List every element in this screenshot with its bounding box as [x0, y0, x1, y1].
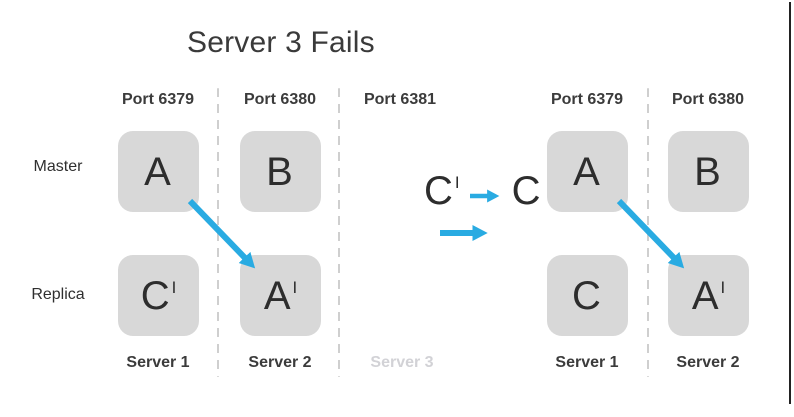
node-box-left-master-a: A — [118, 131, 199, 212]
annotation-to-letter: C — [511, 169, 541, 213]
node-letter: B — [266, 149, 293, 194]
node-letter: A — [144, 149, 171, 194]
server-label-left-1: Server 1 — [126, 354, 190, 371]
port-label-right-6380: Port 6380 — [671, 91, 745, 108]
port-label-left-6380: Port 6380 — [243, 91, 317, 108]
column-divider — [217, 88, 219, 377]
node-letter: B — [694, 149, 721, 194]
row-label-replica: Replica — [31, 286, 85, 303]
node-box-left-master-b: B — [240, 131, 321, 212]
node-letter: A — [573, 149, 600, 194]
promotion-arrow-icon — [469, 189, 499, 203]
column-divider — [647, 88, 649, 377]
port-label-left-6379: Port 6379 — [121, 91, 195, 108]
column-divider — [338, 88, 340, 377]
node-box-right-master-a: A — [547, 131, 628, 212]
server-label-left-2: Server 2 — [248, 354, 312, 371]
server-label-right-2: Server 2 — [676, 354, 740, 371]
frame-edge-line — [789, 2, 791, 404]
port-label-right-6379: Port 6379 — [550, 91, 624, 108]
row-label-master: Master — [33, 158, 83, 175]
server-label-right-1: Server 1 — [555, 354, 619, 371]
port-label-middle-6381: Port 6381 — [363, 91, 437, 108]
diagram-title: Server 3 Fails — [187, 26, 375, 59]
node-box-right-master-b: B — [668, 131, 749, 212]
node-box-right-replica-c: C — [547, 255, 628, 336]
server-label-middle-3: Server 3 — [370, 354, 434, 371]
node-letter: C — [572, 273, 601, 318]
